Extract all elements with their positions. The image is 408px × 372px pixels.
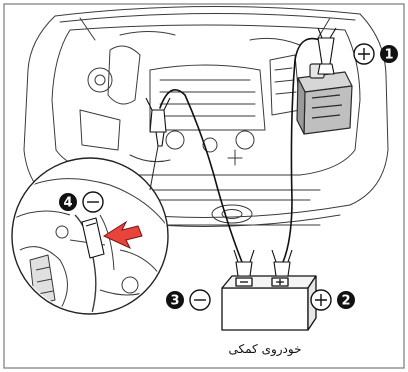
booster-vehicle-label: خودروی کمکی bbox=[228, 342, 301, 357]
booster-battery bbox=[222, 276, 316, 330]
positive-clamp-car bbox=[318, 28, 336, 74]
callout-2: 2 bbox=[311, 290, 355, 310]
callout-number: 2 bbox=[341, 294, 350, 309]
callout-number: 4 bbox=[63, 196, 72, 211]
callout-number: 3 bbox=[170, 294, 179, 309]
booster-clamp-positive bbox=[272, 250, 292, 276]
callout-3: 3 bbox=[166, 290, 210, 310]
callout-number: 1 bbox=[384, 48, 393, 63]
jumper-cables bbox=[160, 39, 325, 262]
callout-1: 1 bbox=[354, 44, 398, 64]
car-emblem bbox=[212, 205, 252, 223]
booster-clamp-negative bbox=[234, 250, 254, 276]
ground-point-inset bbox=[10, 146, 170, 320]
